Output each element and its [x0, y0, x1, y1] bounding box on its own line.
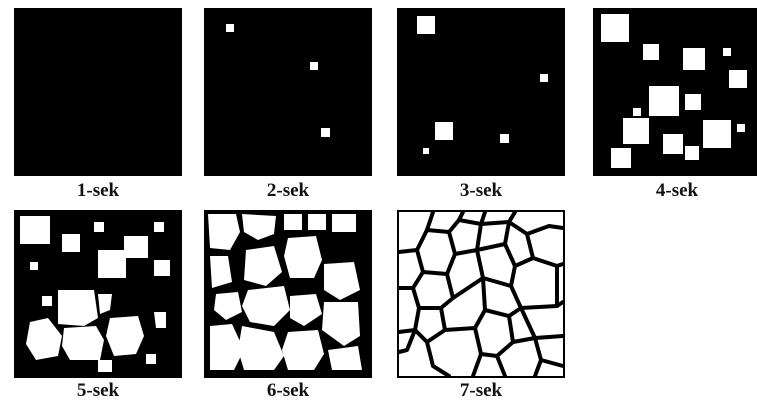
caption-7-sek: 7-sek: [397, 380, 565, 402]
panel-5-sek: [14, 210, 182, 378]
caption-3-sek: 3-sek: [397, 180, 565, 202]
panel-7-sek: [397, 210, 565, 378]
grain-diagram-3: [397, 8, 565, 176]
grain-diagram-1: [14, 8, 182, 176]
panel-2-sek: [204, 8, 372, 176]
caption-5-sek: 5-sek: [14, 380, 182, 402]
caption-1-sek: 1-sek: [14, 180, 182, 202]
panel-4-sek: [593, 8, 757, 176]
grain-diagram-4: [593, 8, 757, 176]
caption-4-sek: 4-sek: [593, 180, 757, 202]
grain-diagram-2: [204, 8, 372, 176]
caption-6-sek: 6-sek: [204, 380, 372, 402]
caption-2-sek: 2-sek: [204, 180, 372, 202]
grain-diagram-6: [204, 210, 372, 378]
panel-1-sek: [14, 8, 182, 176]
grain-diagram-7: [397, 210, 565, 378]
panel-3-sek: [397, 8, 565, 176]
panel-6-sek: [204, 210, 372, 378]
grain-diagram-5: [14, 210, 182, 378]
